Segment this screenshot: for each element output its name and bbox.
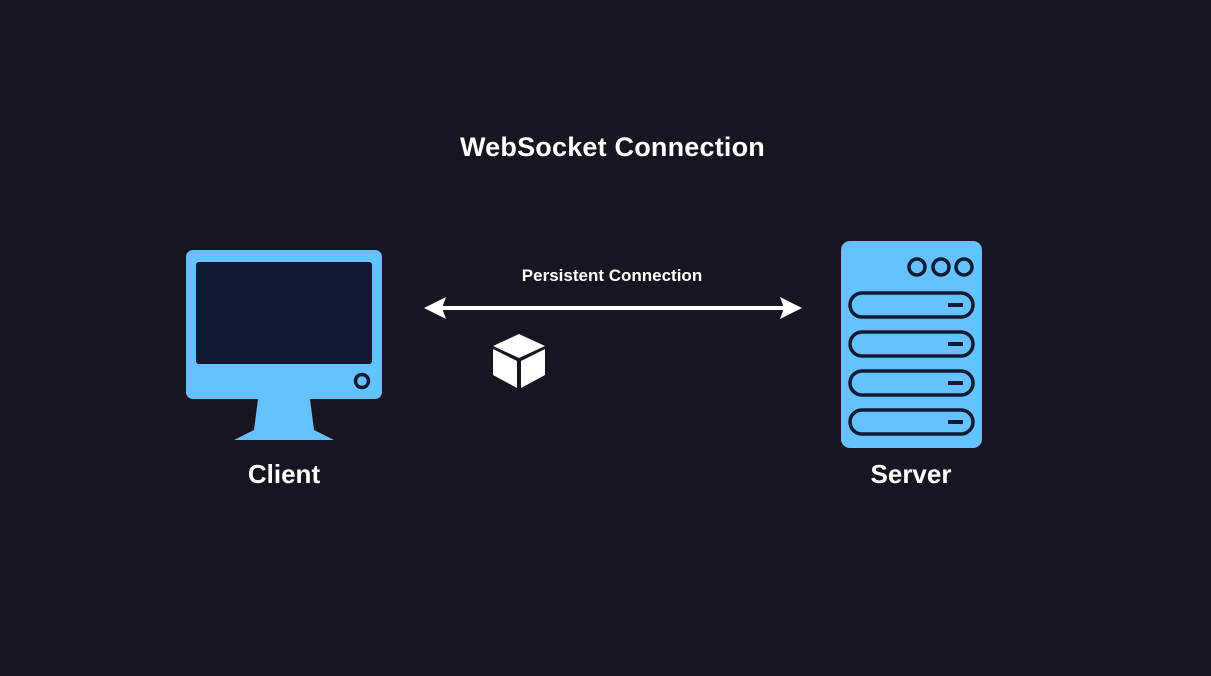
double-arrow-icon — [424, 297, 802, 319]
client-label: Client — [247, 459, 321, 489]
cube-icon — [493, 334, 545, 388]
server-rack-icon — [841, 241, 982, 448]
server-label: Server — [870, 459, 952, 489]
connection-label: Persistent Connection — [521, 266, 703, 285]
diagram-title: WebSocket Connection — [459, 132, 766, 162]
monitor-icon — [186, 250, 382, 440]
